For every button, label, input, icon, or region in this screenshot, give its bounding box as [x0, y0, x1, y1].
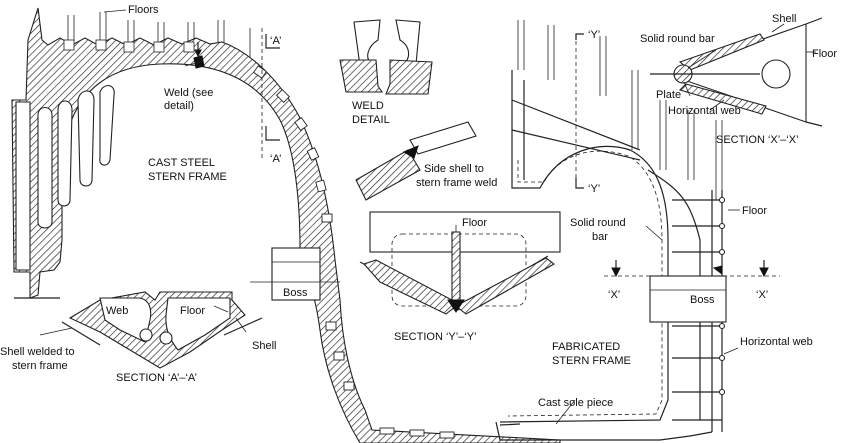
label-plate: Plate: [656, 89, 681, 101]
label-floors: Floors: [128, 4, 159, 16]
label-floor-fab: Floor: [742, 205, 767, 217]
leader-lines: [103, 9, 816, 355]
cast-steel-stern-frame: [11, 7, 561, 443]
boss-right-block: [649, 275, 727, 323]
label-section-a-top: ‘A’: [270, 35, 281, 47]
label-solid-round-2: bar: [592, 231, 608, 243]
label-floor-a: Floor: [180, 305, 205, 317]
label-y-mid: ‘Y’: [588, 183, 600, 195]
label-section-yy: SECTION ‘Y’–‘Y’: [394, 331, 477, 343]
label-floor-x: Floor: [812, 48, 837, 60]
label-weld-see-detail-1: Weld (see: [164, 87, 213, 99]
label-solid-round-bar-top: Solid round bar: [640, 33, 715, 45]
label-section-xx: SECTION ‘X’–‘X’: [716, 134, 799, 146]
label-weld-detail-1: WELD: [352, 100, 384, 112]
label-fabricated-2: STERN FRAME: [552, 355, 631, 367]
label-shell-welded-1: Shell welded to: [0, 346, 75, 358]
label-weld-detail-2: DETAIL: [352, 114, 390, 126]
label-x-right: ‘X’: [756, 289, 768, 301]
fab-floor-lines: [517, 20, 723, 200]
label-cast-steel-1: CAST STEEL: [148, 157, 215, 169]
label-weld-see-detail-2: detail): [164, 100, 194, 112]
label-horizontal-web-fab: Horizontal web: [740, 336, 813, 348]
label-floor-y: Floor: [462, 217, 487, 229]
fabricated-stern-frame: [495, 20, 780, 441]
label-web: Web: [106, 305, 128, 317]
label-boss-left: Boss: [283, 287, 308, 299]
label-x-left: ‘X’: [608, 289, 620, 301]
section-xx-drawing: [650, 17, 823, 127]
label-y-top: ‘Y’: [588, 29, 600, 41]
label-cast-sole: Cast sole piece: [538, 397, 613, 409]
horizontal-web-rungs: [672, 196, 726, 421]
label-section-aa: SECTION ‘A’–‘A’: [116, 372, 197, 384]
text-labels: Floors Weld (see detail) ‘A’ ‘A’ CAST ST…: [0, 4, 837, 409]
label-section-a-bottom: ‘A’: [270, 153, 281, 165]
label-shell-x: Shell: [772, 13, 796, 25]
label-solid-round-1: Solid round: [570, 217, 626, 229]
section-yy-drawing: [359, 211, 561, 315]
section-aa-drawing: [39, 291, 263, 369]
label-shell-a: Shell: [252, 340, 276, 352]
label-shell-welded-2: stern frame: [12, 360, 68, 372]
weld-detail-drawing: [339, 19, 477, 201]
label-side-shell-2: stern frame weld: [416, 177, 497, 189]
label-boss-right: Boss: [690, 294, 715, 306]
label-side-shell-1: Side shell to: [424, 163, 484, 175]
label-cast-steel-2: STERN FRAME: [148, 171, 227, 183]
label-horizontal-web-x: Horizontal web: [668, 105, 741, 117]
label-fabricated-1: FABRICATED: [552, 341, 620, 353]
